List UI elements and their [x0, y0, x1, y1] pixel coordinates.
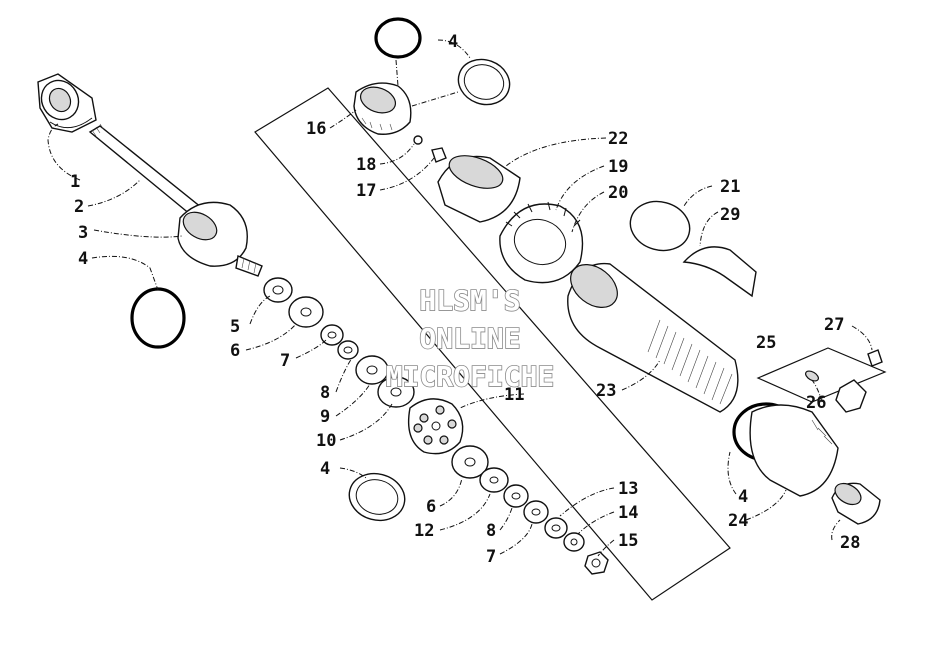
callout-12: 12 — [414, 521, 434, 541]
part-18-small-oring — [413, 135, 423, 145]
part-4-oring-top — [374, 17, 422, 59]
callout-25: 25 — [756, 333, 776, 353]
part-22-sleeve — [437, 155, 521, 223]
callout-23: 23 — [596, 381, 616, 401]
part-11-piston — [407, 398, 464, 455]
watermark-line-3: MICROFICHE — [386, 360, 555, 393]
callout-4-mid: 4 — [320, 459, 330, 479]
callout-7-lower: 7 — [486, 547, 496, 567]
callout-13: 13 — [618, 479, 638, 499]
callout-9: 9 — [320, 407, 330, 427]
callout-22: 22 — [608, 129, 628, 149]
part-26-valve-body — [835, 379, 867, 413]
watermark-line-1: HLSM'S — [419, 284, 520, 317]
callout-6-upper: 6 — [230, 341, 240, 361]
watermark: HLSM'S ONLINE MICROFICHE — [385, 283, 555, 394]
part-28-bushing — [831, 482, 881, 525]
part-4-band-mid — [348, 472, 406, 522]
callout-4-left: 4 — [78, 249, 88, 269]
callout-15: 15 — [618, 531, 638, 551]
part-4-oring-left — [130, 287, 186, 349]
callout-29: 29 — [720, 205, 740, 225]
callout-1: 1 — [70, 172, 80, 192]
part-4-band-top — [457, 58, 511, 106]
callout-21: 21 — [720, 177, 740, 197]
part-24-reservoir-cap — [749, 404, 839, 497]
watermark-line-2: ONLINE — [419, 322, 520, 355]
leader-lines — [47, 39, 873, 557]
callout-3: 3 — [78, 223, 88, 243]
callout-8-upper: 8 — [320, 383, 330, 403]
washer-stack-upper — [263, 277, 415, 408]
callout-17: 17 — [356, 181, 376, 201]
part-1-upper-eye — [37, 73, 97, 133]
part-25-oring-small — [805, 370, 819, 382]
callout-20: 20 — [608, 183, 628, 203]
callout-10: 10 — [316, 431, 336, 451]
callout-5: 5 — [230, 317, 240, 337]
callout-2: 2 — [74, 197, 84, 217]
callout-26: 26 — [806, 393, 826, 413]
callout-28: 28 — [840, 533, 860, 553]
callout-18: 18 — [356, 155, 376, 175]
callout-4-top: 4 — [448, 32, 458, 52]
washer-stack-lower — [451, 445, 609, 575]
part-29-shield — [682, 246, 757, 298]
assembly-frame-reservoir — [756, 347, 887, 403]
callout-27: 27 — [824, 315, 844, 335]
part-21-disc — [629, 200, 691, 252]
callout-14: 14 — [618, 503, 638, 523]
part-17-bleed-screw — [431, 147, 447, 163]
callout-16: 16 — [306, 119, 326, 139]
callout-24: 24 — [728, 511, 748, 531]
callout-11: 11 — [504, 385, 524, 405]
callout-8-lower: 8 — [486, 521, 496, 541]
part-19-20-spring-retainer — [499, 201, 584, 284]
callout-7-upper: 7 — [280, 351, 290, 371]
callout-6-lower: 6 — [426, 497, 436, 517]
callout-19: 19 — [608, 157, 628, 177]
callout-4-right: 4 — [738, 487, 748, 507]
part-23-main-body — [567, 262, 739, 413]
callouts: 1 2 3 4 4 4 4 5 6 6 7 7 8 8 9 10 11 12 1… — [70, 32, 860, 567]
assembly-frame-center — [254, 87, 731, 601]
part-27-valve-cap — [867, 349, 883, 367]
part-16-seal-head — [353, 82, 412, 135]
part-3-body-cap — [177, 201, 263, 277]
